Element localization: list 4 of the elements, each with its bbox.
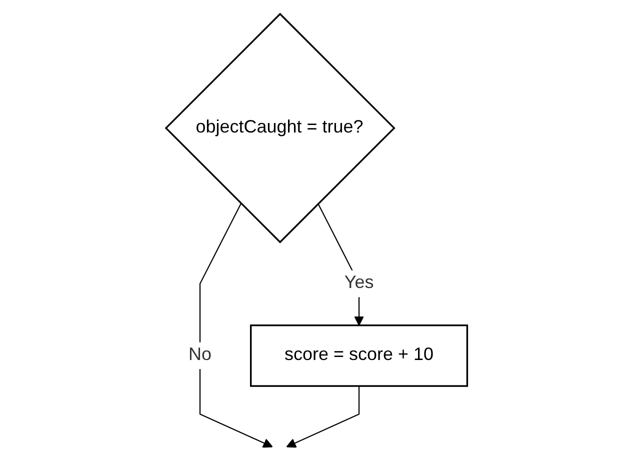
edge-label: No bbox=[188, 342, 212, 370]
edge-label: Yes bbox=[344, 270, 374, 298]
process-box: score = score + 10 bbox=[250, 324, 468, 387]
decision-diamond: objectCaught = true? bbox=[165, 12, 396, 244]
